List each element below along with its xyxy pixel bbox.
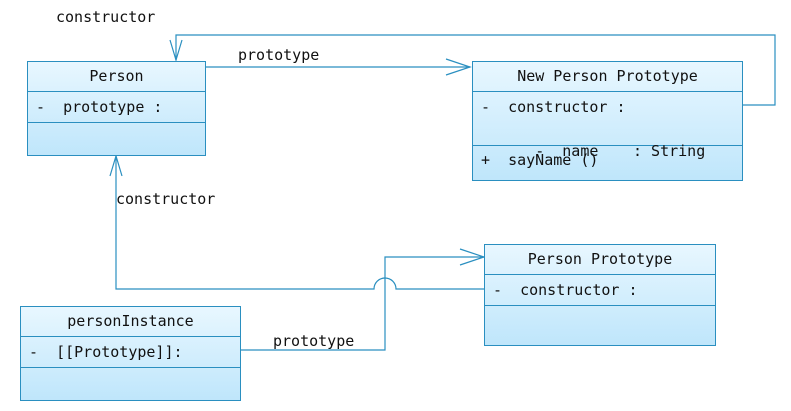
- attribute-type: : String: [633, 142, 706, 160]
- attribute: - constructor :: [493, 281, 638, 299]
- edge-prototype-constructor: [115, 156, 484, 290]
- arrowhead-new-prototype: [445, 58, 472, 76]
- attributes-section: - [[Prototype]]:: [21, 337, 240, 368]
- attributes-section: - constructor :: [485, 275, 715, 306]
- label-mid-constructor: constructor: [116, 190, 216, 208]
- class-new-person-prototype[interactable]: New Person Prototype - constructor : - n…: [472, 61, 743, 181]
- class-name: Person Prototype: [485, 245, 715, 275]
- edge-instance-prototype: [240, 256, 484, 351]
- class-name: personInstance: [21, 307, 240, 337]
- operations-section: [485, 306, 715, 346]
- attribute: - [[Prototype]]:: [29, 343, 183, 361]
- operations-section: [28, 123, 205, 156]
- operations-section: + sayName (): [473, 146, 742, 181]
- attributes-section: - prototype :: [28, 92, 205, 123]
- operation: + sayName (): [481, 151, 599, 169]
- class-name: Person: [28, 62, 205, 92]
- class-name: New Person Prototype: [473, 62, 742, 92]
- operations-section: [21, 368, 240, 401]
- class-person-instance[interactable]: personInstance - [[Prototype]]:: [20, 306, 241, 401]
- label-bottom-prototype: prototype: [273, 332, 355, 350]
- attribute: - prototype :: [36, 98, 163, 116]
- attribute: - name : String: [473, 118, 742, 160]
- arrowhead-person-bottom: [109, 153, 123, 177]
- attribute-name: - name: [535, 142, 599, 160]
- label-top-prototype: prototype: [238, 46, 320, 64]
- edge-new-prototype-constructor: [175, 34, 776, 106]
- class-person[interactable]: Person - prototype :: [27, 61, 206, 156]
- attributes-section: - constructor : - name : String: [473, 92, 742, 160]
- label-top-constructor: constructor: [56, 8, 156, 26]
- attribute: - constructor :: [481, 98, 626, 116]
- class-person-prototype[interactable]: Person Prototype - constructor :: [484, 244, 716, 346]
- arrowhead-person-top: [169, 39, 183, 63]
